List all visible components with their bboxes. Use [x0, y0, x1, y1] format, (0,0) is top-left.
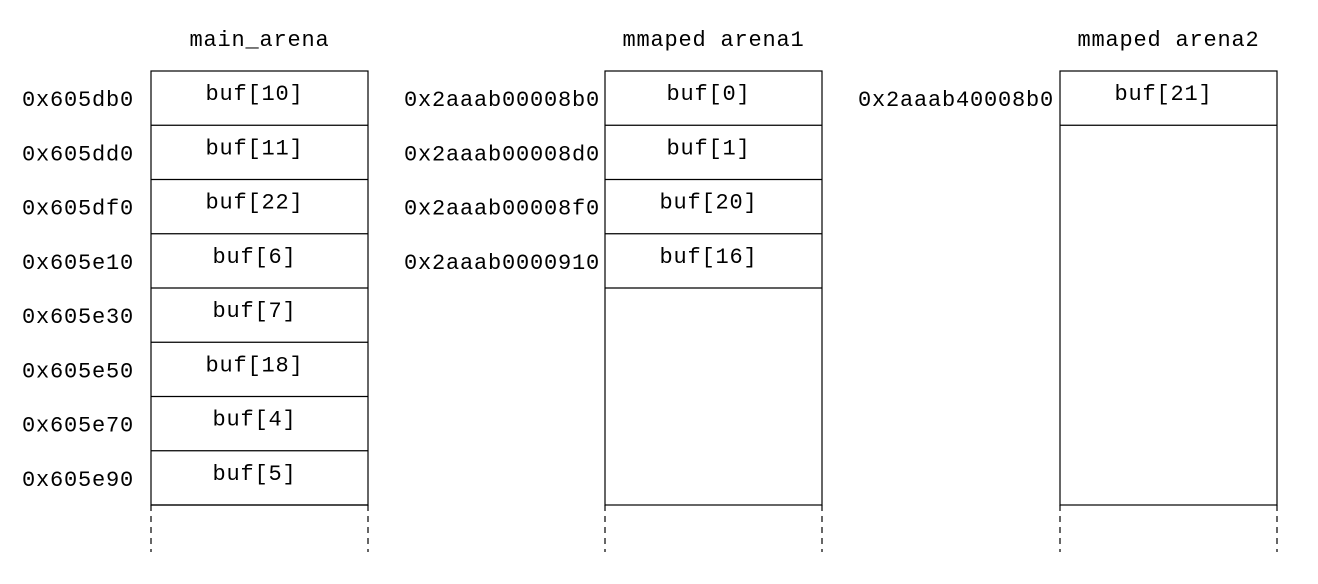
- cell-address: 0x605dd0: [22, 142, 134, 167]
- arena-box: [1059, 70, 1278, 506]
- cell-label: buf[1]: [666, 136, 750, 161]
- arena-title: main_arena: [189, 28, 329, 53]
- cell-label: buf[16]: [659, 245, 757, 270]
- arena-title: mmaped arena2: [1077, 28, 1259, 53]
- cell-address: 0x2aaab00008b0: [404, 88, 600, 113]
- cell-label: buf[0]: [666, 82, 750, 107]
- cell-label: buf[21]: [1114, 82, 1212, 107]
- cell-label: buf[4]: [212, 408, 296, 433]
- cell-address: 0x2aaab00008d0: [404, 142, 600, 167]
- cell-label: buf[20]: [659, 191, 757, 216]
- cell-address: 0x605e70: [22, 414, 134, 439]
- arena-1: main_arena buf[10] 0x605db0 buf[11] 0x605dd0…: [22, 28, 369, 552]
- cell-address: 0x2aaab0000910: [404, 251, 600, 276]
- cell-label: buf[7]: [212, 299, 296, 324]
- cell-address: 0x2aaab40008b0: [858, 88, 1054, 113]
- cell-label: buf[10]: [205, 82, 303, 107]
- cell-address: 0x605e10: [22, 251, 134, 276]
- cell-label: buf[18]: [205, 353, 303, 378]
- cell-address: 0x605e30: [22, 305, 134, 330]
- cell-address: 0x605df0: [22, 197, 134, 222]
- arena-2: mmaped arena1 buf[0] 0x2aaab00008b0 buf[1] 0…: [404, 28, 823, 552]
- arena-title: mmaped arena1: [622, 28, 804, 53]
- cell-address: 0x605e90: [22, 468, 134, 493]
- cell-address: 0x605db0: [22, 88, 134, 113]
- cell-label: buf[6]: [212, 245, 296, 270]
- cell-label: buf[5]: [212, 462, 296, 487]
- cell-label: buf[11]: [205, 136, 303, 161]
- cell-address: 0x605e50: [22, 359, 134, 384]
- arena-3: mmaped arena2 buf[21] 0x2aaab40008b0: [858, 28, 1278, 552]
- cell-label: buf[22]: [205, 191, 303, 216]
- cell-address: 0x2aaab00008f0: [404, 197, 600, 222]
